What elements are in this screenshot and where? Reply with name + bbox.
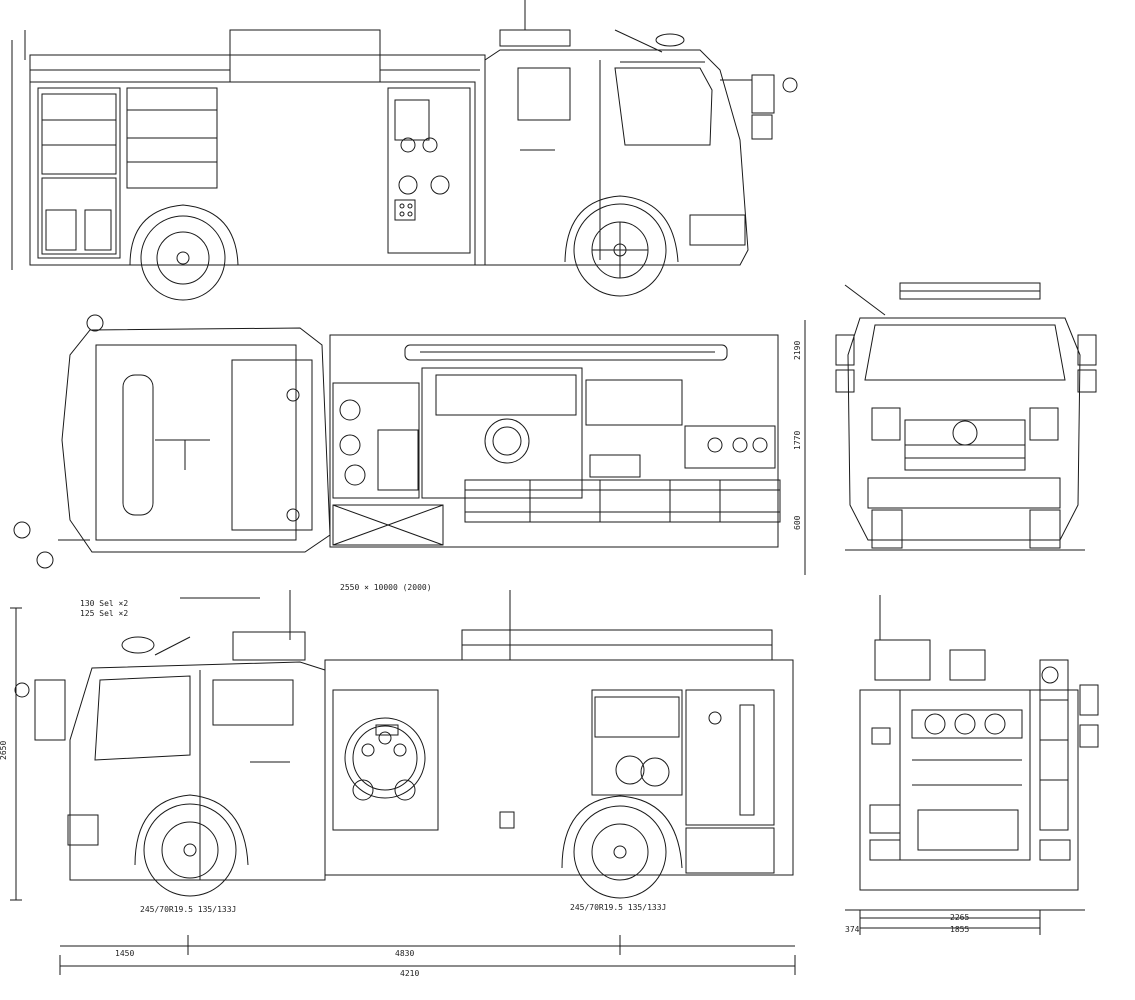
top-view [14,315,805,575]
rear-tyre-note: 245/70R19.5 135/133J [570,903,666,912]
top-dimension-note: 2550 × 10000 (2000) [340,583,432,592]
rear-track-label: 2265 [950,913,969,922]
overall-length-label: 4210 [400,969,419,978]
top-width-a-label: 2190 [793,341,802,360]
right-side-view [10,590,795,975]
rear-offset-label: 374 [845,925,860,934]
rear-view [845,595,1098,935]
rear-width-label: 1855 [950,925,969,934]
left-side-view [12,0,797,300]
wheelbase-label: 4830 [395,949,414,958]
top-width-c-label: 600 [793,515,802,530]
light-note-2: 125 Sel ×2 [80,609,128,618]
front-tyre-note: 245/70R19.5 135/133J [140,905,236,914]
front-overhang-label: 1450 [115,949,134,958]
top-width-b-label: 1770 [793,431,802,450]
light-note-1: 130 Sel ×2 [80,599,128,608]
front-view [836,283,1096,550]
overall-height-label: 2650 [0,741,8,760]
